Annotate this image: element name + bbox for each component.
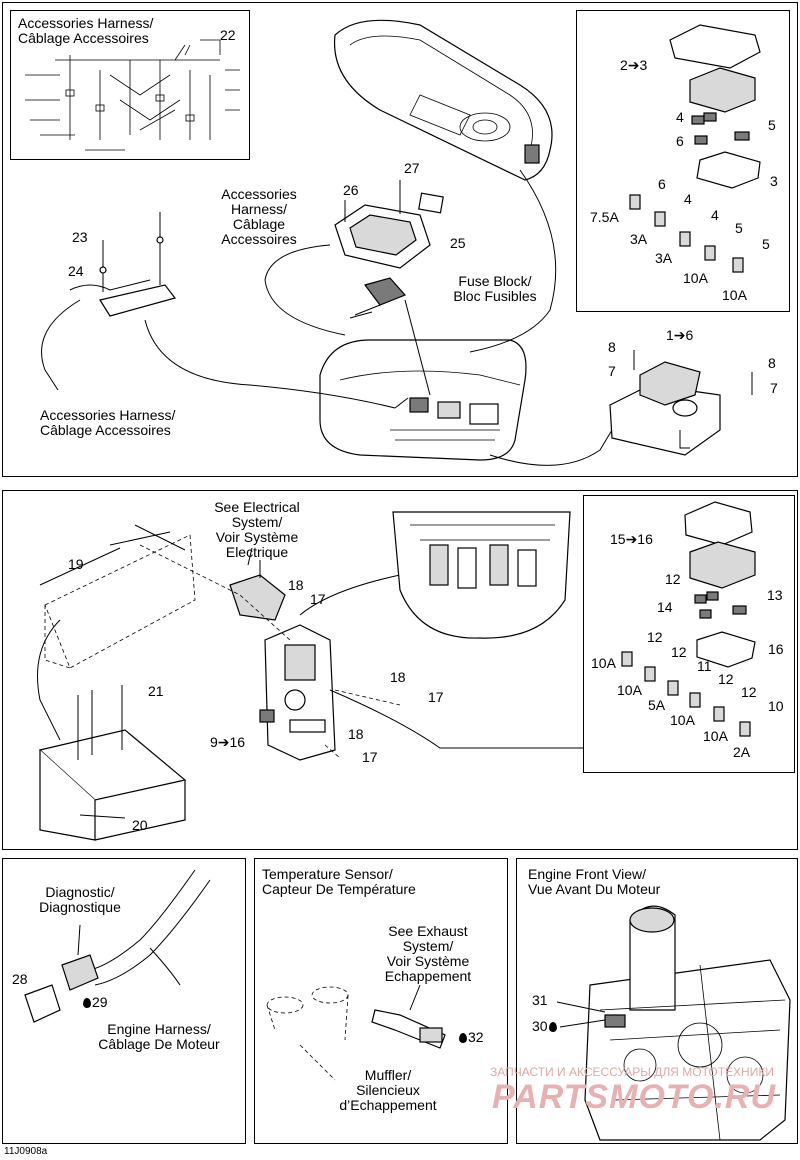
callout-12d: 12 <box>718 671 734 687</box>
amp-10a-6: 10A <box>703 728 728 744</box>
water-drop-icon <box>83 998 91 1008</box>
callout-21: 21 <box>148 683 164 699</box>
callout-28: 28 <box>12 971 28 987</box>
callout-20: 20 <box>132 817 148 833</box>
fuse-kit-mid-drawing <box>621 501 756 737</box>
accessories-harness-label-low: Accessories Harness/ Câblage Accessoires <box>40 407 176 438</box>
callout-6a: 6 <box>676 133 684 149</box>
bracket-plate-drawing <box>37 524 196 741</box>
callout-23: 23 <box>72 229 88 245</box>
fuse-inset-mid-frame <box>583 495 795 773</box>
callout-11: 11 <box>697 658 712 674</box>
callout-2to3: 2➔3 <box>620 57 648 73</box>
engine-harness-drawing <box>24 869 211 1023</box>
callout-5c: 5 <box>762 236 770 252</box>
relay-drawing <box>229 547 286 621</box>
callout-4b: 4 <box>684 191 692 207</box>
see-electrical-system-label: See Electrical System/ Voir Système Elec… <box>214 499 300 560</box>
callout-1to6: 1➔6 <box>666 327 694 343</box>
water-drop-icon <box>548 1022 557 1032</box>
see-exhaust-system-label: See Exhaust System/ Voir Système Echappe… <box>384 923 472 984</box>
callout-12e: 12 <box>741 684 757 700</box>
callout-16: 16 <box>768 641 784 657</box>
callout-18c: 18 <box>348 726 364 742</box>
amp-3a-2: 3A <box>655 250 673 266</box>
accessories-harness-label-mid: Accessories Harness/ Câblage Accessoires <box>221 186 297 247</box>
callout-8a: 8 <box>608 339 616 355</box>
fuse-block-label: Fuse Block/ Bloc Fusibles <box>453 273 537 304</box>
callout-5a: 5 <box>768 117 776 133</box>
temperature-sensor-panel-frame <box>254 858 508 1144</box>
amp-10a-4: 10A <box>617 682 642 698</box>
callout-7b: 7 <box>770 380 778 396</box>
callout-30-text: 30 <box>532 1018 548 1034</box>
callout-32: 32 <box>458 1030 484 1045</box>
amp-7-5a: 7.5A <box>590 209 619 225</box>
terminal-strip-drawing <box>69 212 177 317</box>
callout-12a: 12 <box>665 571 681 587</box>
callout-13: 13 <box>767 587 783 603</box>
callout-31: 31 <box>532 992 548 1008</box>
callout-32-text: 32 <box>468 1029 484 1045</box>
callout-18a: 18 <box>288 577 304 593</box>
diagnostic-label: Diagnostic/ Diagnostique <box>39 884 121 915</box>
callout-17c: 17 <box>362 749 378 765</box>
fuse-kit-top-drawing <box>629 24 761 273</box>
callout-4c: 4 <box>711 207 719 223</box>
watermark-logo: PARTSMOTO.RU <box>492 1078 777 1116</box>
callout-15to16: 15➔16 <box>610 531 653 547</box>
temperature-sensor-drawing <box>371 984 446 1049</box>
fuse-block-drawing <box>349 277 407 319</box>
fuse-cover-25-drawing <box>334 180 444 269</box>
amp-10a-1: 10A <box>683 270 708 286</box>
water-drop-icon <box>459 1033 467 1043</box>
callout-9to16: 9➔16 <box>210 734 246 750</box>
watermark-small: ЗАПЧАСТИ И АКСЕССУАРЫ ДЛЯ МОТОТЕХНИКИ <box>490 1065 774 1079</box>
callout-17a: 17 <box>310 591 326 607</box>
hull-electrical-drawing <box>392 511 571 639</box>
callout-12c: 12 <box>671 644 687 660</box>
amp-10a-3: 10A <box>591 655 616 671</box>
callout-5b: 5 <box>735 220 743 236</box>
console-drawing <box>319 339 527 461</box>
callout-27: 27 <box>404 160 420 176</box>
callout-17b: 17 <box>428 689 444 705</box>
callout-10: 10 <box>768 698 784 714</box>
callout-8b: 8 <box>768 355 776 371</box>
callout-3: 3 <box>770 173 778 189</box>
amp-10a-5: 10A <box>670 712 695 728</box>
callout-6b: 6 <box>658 176 666 192</box>
amp-3a-1: 3A <box>630 231 648 247</box>
callout-25: 25 <box>450 235 466 251</box>
seat-cover-drawing <box>333 19 553 181</box>
callout-24: 24 <box>68 263 84 279</box>
figure-code: 11J0908a <box>4 1146 48 1157</box>
callout-14: 14 <box>657 599 673 615</box>
fuse-box-9-16-drawing <box>259 624 336 761</box>
callout-19: 19 <box>68 556 84 572</box>
muffler-label: Muffler/ Silencieux d’Echappement <box>339 1067 437 1113</box>
callout-12b: 12 <box>647 629 663 645</box>
muffler-outlet-drawing <box>266 986 349 1081</box>
callout-29-text: 29 <box>92 994 108 1010</box>
callout-4a: 4 <box>676 109 684 125</box>
callout-29: 29 <box>82 995 108 1010</box>
engine-harness-label: Engine Harness/ Câblage De Moteur <box>98 1021 220 1052</box>
harness-wiring-diagram <box>25 39 240 151</box>
amp-10a-2: 10A <box>722 287 747 303</box>
callout-30: 30 <box>532 1019 558 1034</box>
fuse-box-assembly-drawing <box>609 350 753 456</box>
callout-26: 26 <box>343 182 359 198</box>
amp-5a: 5A <box>648 697 666 713</box>
callout-7a: 7 <box>608 363 616 379</box>
callout-18b: 18 <box>390 669 406 685</box>
harness-inset-title: Accessories Harness/ Câblage Accessoires <box>18 15 154 46</box>
amp-2a: 2A <box>733 744 751 760</box>
engine-drawing <box>556 905 791 1141</box>
mounting-angle-20-drawing <box>38 685 187 841</box>
temperature-sensor-title: Temperature Sensor/ Capteur De Températu… <box>262 866 416 897</box>
engine-front-view-title: Engine Front View/ Vue Avant Du Moteur <box>528 866 661 897</box>
callout-22: 22 <box>220 27 236 43</box>
